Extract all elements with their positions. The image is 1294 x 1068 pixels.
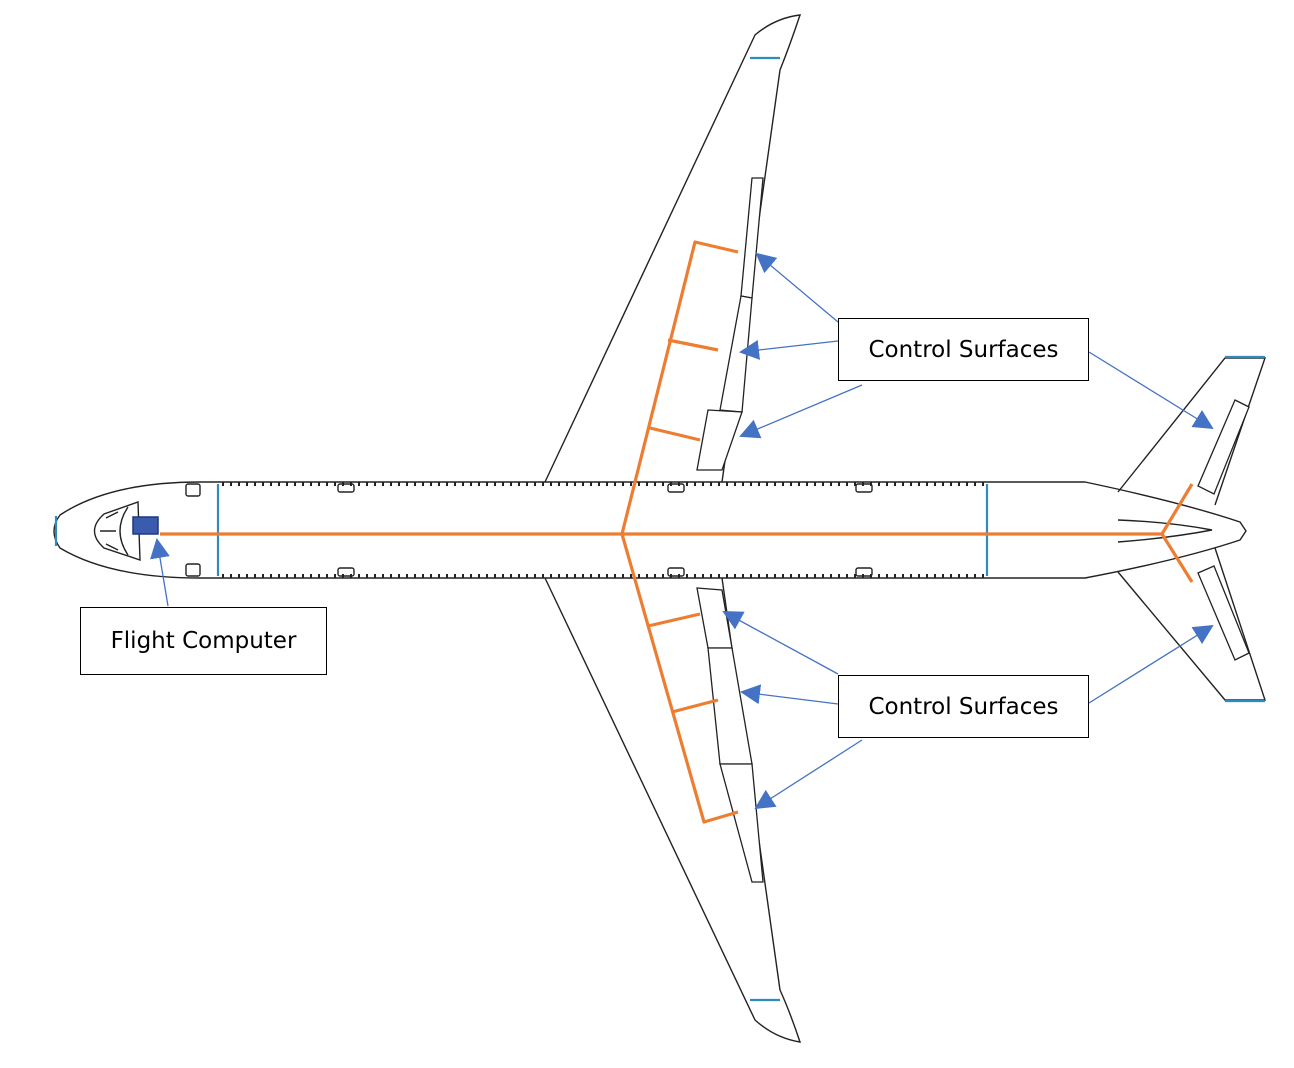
lower-wing-surface-3 <box>719 763 764 883</box>
upper-wing-branch-2 <box>667 338 719 352</box>
aircraft-outline <box>53 14 1266 1043</box>
control-surfaces-label-lower: Control Surfaces <box>838 675 1089 738</box>
flight-computer-unit <box>132 516 159 535</box>
arrow-cs-lower-2 <box>740 684 839 705</box>
lower-wing <box>544 577 802 1043</box>
upper-wing-surface-2 <box>719 295 753 413</box>
control-wiring <box>160 240 1194 824</box>
control-surfaces <box>696 177 1250 883</box>
door-upper-3 <box>667 483 685 493</box>
tail-wire-upper <box>1160 483 1194 535</box>
arrow-cs-lower-3 <box>754 739 863 810</box>
lower-wing-trunk <box>620 533 739 824</box>
lower-elevator <box>1197 565 1250 661</box>
window-rows <box>222 482 985 578</box>
flight-computer-label: Flight Computer <box>80 607 327 675</box>
upper-wing <box>544 14 802 483</box>
lower-stabilizer <box>1117 547 1266 701</box>
forward-door-upper <box>185 483 201 497</box>
arrow-cs-upper-1 <box>755 252 839 323</box>
cockpit-windshield <box>93 501 141 561</box>
tail-wire-lower <box>1160 533 1194 583</box>
arrow-cs-lower-1 <box>722 611 839 675</box>
arrow-cs-lower-elevator <box>1088 624 1214 704</box>
lower-wing-surface-1 <box>696 587 733 649</box>
lower-wing-surface-2 <box>707 647 753 765</box>
upper-wing-trunk <box>620 240 739 535</box>
door-upper-2 <box>337 483 355 493</box>
upper-elevator <box>1197 399 1250 495</box>
lower-wing-branch-1 <box>647 612 701 628</box>
control-surfaces-label-upper: Control Surfaces <box>838 318 1089 381</box>
lower-wing-branch-2 <box>671 698 719 714</box>
fuselage <box>53 481 1247 579</box>
arrow-cs-upper-elevator <box>1088 351 1214 430</box>
leader-arrows <box>150 252 1214 810</box>
cockpit-window-arc <box>100 506 129 556</box>
arrow-cs-upper-2 <box>739 340 839 360</box>
upper-stabilizer <box>1117 357 1266 506</box>
door-lower-3 <box>667 567 685 577</box>
forward-door-lower <box>185 563 201 577</box>
upper-wing-branch-3 <box>649 426 701 442</box>
door-lower-2 <box>337 567 355 577</box>
bulkheads <box>54 56 1265 1002</box>
upper-wing-surface-1 <box>740 177 764 299</box>
arrow-flight-computer <box>150 538 170 607</box>
arrow-cs-upper-3 <box>739 384 863 439</box>
upper-wing-surface-3 <box>696 409 743 471</box>
tail-cone-detail <box>1117 519 1213 543</box>
